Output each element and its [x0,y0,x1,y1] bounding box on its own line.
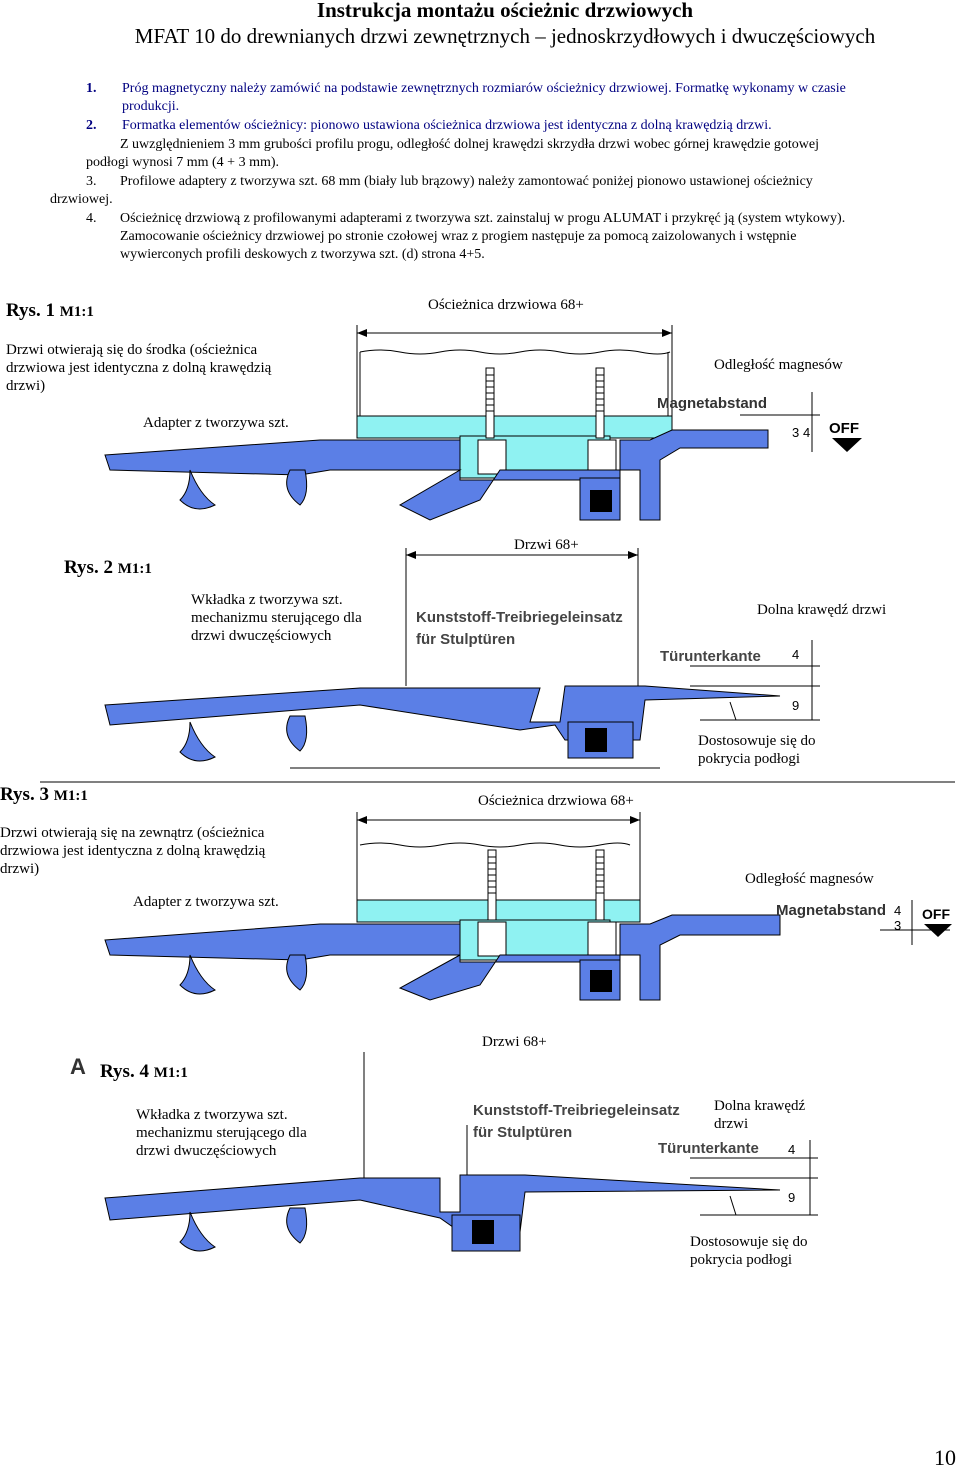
figure-2-floor-1: Dostosowuje się do [698,733,816,749]
figure-2-edge-label: Dolna krawędź drzwi [757,602,887,618]
figure-1-scale: M1:1 [59,304,94,320]
figure-1-title: Rys. 1 M1:1 [6,300,94,322]
figure-4-de-2: für Stulptüren [473,1124,573,1141]
figure-4-rys: Rys. 4 [100,1061,149,1082]
figure-3-magnet-de: Magnetabstand [776,902,887,919]
instruction-3: 3. Profilowe adaptery z tworzywa szt. 68… [86,173,813,192]
figure-3-scale: M1:1 [53,788,88,804]
instruction-2-number: 2. [86,118,97,133]
figure-3-rys: Rys. 3 [0,784,49,805]
instruction-3-number: 3. [86,174,97,189]
instruction-1-text: Próg magnetyczny należy zamówić na podst… [122,81,846,96]
figure-2-dim-a: 4 [792,647,800,662]
figure-1-dim-a: 3 [792,425,800,440]
figure-4-dim-a: 4 [788,1142,796,1157]
instruction-4-cont2: wywierconych profili deskowych z tworzyw… [120,247,485,262]
figure-1-magnet-label: Odległość magnesów [714,357,843,373]
figure-4-floor-2: pokrycia podłogi [690,1252,793,1268]
figure-4-top-label: Drzwi 68+ [482,1034,547,1050]
figure-4-scale: M1:1 [153,1065,188,1081]
figure-2-title: Rys. 2 M1:1 [64,557,152,579]
instruction-2-cont: Z uwzględnieniem 3 mm grubości profilu p… [120,137,820,152]
instruction-4-number: 4. [86,211,97,226]
figure-4-insert-3: drzwi dwuczęściowych [136,1143,277,1159]
figure-1-off: OFF [829,420,859,437]
figure-4-floor-1: Dostosowuje się do [690,1234,808,1250]
figure-3-top-label: Ościeżnica drzwiowa 68+ [478,793,634,809]
instruction-4: 4. Ościeżnicę drzwiową z profilowanymi a… [86,210,845,229]
figure-1-adapter: Adapter z tworzywa szt. [143,415,289,431]
figure-3-drawing [104,812,952,1001]
figure-3-desc-3: drzwi) [0,861,40,877]
instruction-2-text: Formatka elementów ościeżnicy: pionowo u… [122,118,772,133]
figure-2-insert-3: drzwi dwuczęściowych [191,628,332,644]
instruction-4-text: Ościeżnicę drzwiową z profilowanymi adap… [120,211,846,226]
instruction-1: 1. Próg magnetyczny należy zamówić na po… [86,80,846,99]
figure-2-insert-1: Wkładka z tworzywa szt. [191,592,343,608]
figure-4-edge-de: Türunterkante [658,1140,759,1157]
figure-4-drawing [104,1052,818,1252]
instruction-3-text: Profilowe adaptery z tworzywa szt. 68 mm… [120,174,813,189]
figure-3-adapter: Adapter z tworzywa szt. [133,894,279,910]
figure-1-desc-1: Drzwi otwierają się do środka (ościeżnic… [6,342,258,358]
figure-1-desc-3: drzwi) [6,378,46,394]
figure-1-dim-b: 4 [803,425,811,440]
figure-4-title: Rys. 4 M1:1 [100,1061,188,1083]
instruction-1-number: 1. [86,81,97,96]
page-title: Instrukcja montażu ościeżnic drzwiowych [316,0,694,22]
instruction-1-cont: produkcji. [122,99,180,114]
figure-4-insert-2: mechanizmu sterującego dla [136,1125,307,1141]
figure-4-insert-1: Wkładka z tworzywa szt. [136,1107,288,1123]
figure-1-top-label: Ościeżnica drzwiowa 68+ [428,297,584,313]
figure-1-drawing [104,325,862,521]
figure-4-de-1: Kunststoff-Treibriegeleinsatz [473,1102,680,1119]
figure-2-insert-2: mechanizmu sterującego dla [191,610,362,626]
figure-2-top-label: Drzwi 68+ [514,537,579,553]
figure-2-dim-b: 9 [792,698,800,713]
figure-2-de-2: für Stulptüren [416,631,516,648]
figure-4-marker: A [70,1054,86,1079]
figure-1-desc-2: drzwiowa jest identyczna z dolną krawędz… [6,360,272,376]
figure-3-dim-a: 3 [894,918,902,933]
figure-1-rys: Rys. 1 [6,300,55,321]
figure-2-scale: M1:1 [117,561,152,577]
page-number: 10 [934,1445,956,1470]
page-subtitle: MFAT 10 do drewnianych drzwi zewnętrznyc… [134,24,876,48]
figure-2-floor-2: pokrycia podłogi [698,751,801,767]
figure-2-de-1: Kunststoff-Treibriegeleinsatz [416,609,623,626]
figure-3-desc-2: drzwiowa jest identyczna z dolną krawędz… [0,843,266,859]
instruction-4-cont: Zamocowanie ościeżnicy drzwiowej po stro… [120,229,797,244]
figure-3-dim-b: 4 [894,903,902,918]
figure-4-edge-1: Dolna krawędź [714,1098,806,1114]
figure-3-desc-1: Drzwi otwierają się na zewnątrz (ościeżn… [0,825,265,841]
figure-1-magnet-de: Magnetabstand [657,395,768,412]
figure-3-title: Rys. 3 M1:1 [0,784,88,806]
figure-2-drawing [104,548,820,769]
figure-4-edge-2: drzwi [714,1116,749,1132]
instruction-2-cont2: podłogi wynosi 7 mm (4 + 3 mm). [86,155,280,170]
instruction-3-cont: drzwiowej. [50,192,113,207]
figure-3-magnet-label: Odległość magnesów [745,871,874,887]
instruction-2: 2. Formatka elementów ościeżnicy: pionow… [86,117,772,136]
figure-4-dim-b: 9 [788,1190,796,1205]
figure-2-rys: Rys. 2 [64,557,113,578]
figure-2-edge-de: Türunterkante [660,648,761,665]
figure-3-off: OFF [922,906,950,922]
